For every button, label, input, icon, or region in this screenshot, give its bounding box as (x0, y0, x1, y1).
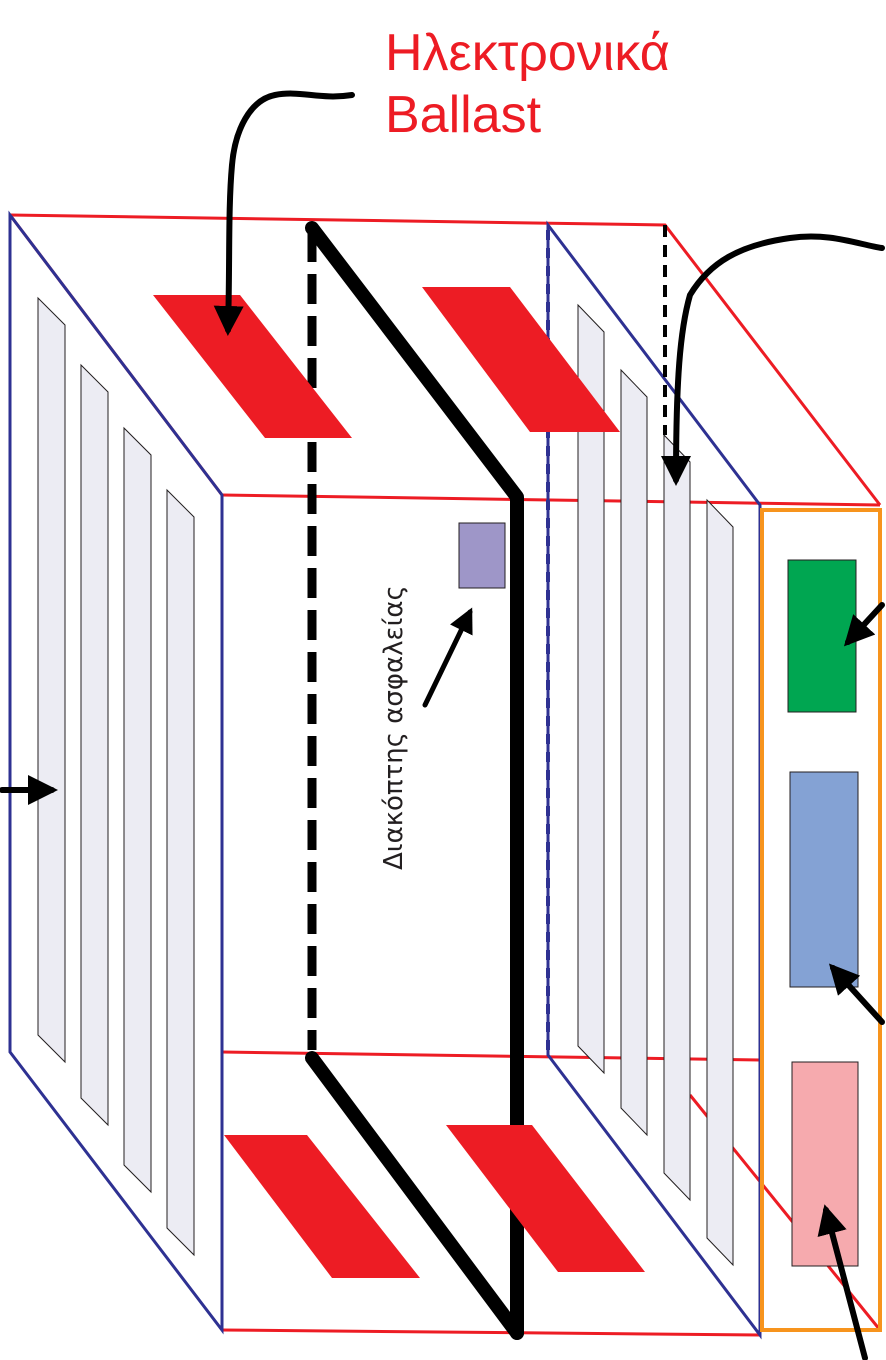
safety-switch (458, 522, 506, 589)
green-block (787, 559, 857, 713)
ballast-top-left (153, 295, 352, 438)
lamp-tube (166, 488, 195, 1257)
support-frame (305, 221, 524, 1340)
green-block-arrow (843, 602, 885, 647)
lamp-tube (620, 368, 648, 1137)
side-box (760, 508, 882, 1332)
right-lamp-tubes (577, 303, 734, 1267)
lamp-tube (37, 296, 66, 1064)
safety-switch-label: Διακόπτης ασφαλείας (379, 585, 409, 870)
pink-block (791, 1061, 859, 1267)
pink-block-arrow (817, 1204, 868, 1360)
blue-block-arrow (828, 963, 885, 1025)
lamp-tube (123, 426, 152, 1194)
lamp-tube (80, 363, 109, 1127)
ballasts (153, 287, 645, 1278)
ballast-title-line1: Ηλεκτρονικά (385, 24, 670, 82)
lamp-tube (663, 433, 691, 1202)
ballast-arrow (213, 90, 355, 336)
left-lamp-tubes (37, 296, 195, 1257)
lamp-arrow (661, 233, 885, 486)
ballast-bottom-left (224, 1135, 420, 1278)
blue-block (789, 771, 859, 988)
lamp-tube (577, 303, 605, 1075)
safety-switch-arrow (422, 607, 473, 708)
ballast-bottom-right (446, 1125, 645, 1272)
arrows (0, 90, 885, 1360)
left-lamp-panel (8, 210, 224, 1335)
lamp-tube (706, 498, 734, 1267)
ballast-title-line2: Ballast (385, 86, 542, 144)
ballast-top-right (422, 287, 620, 432)
